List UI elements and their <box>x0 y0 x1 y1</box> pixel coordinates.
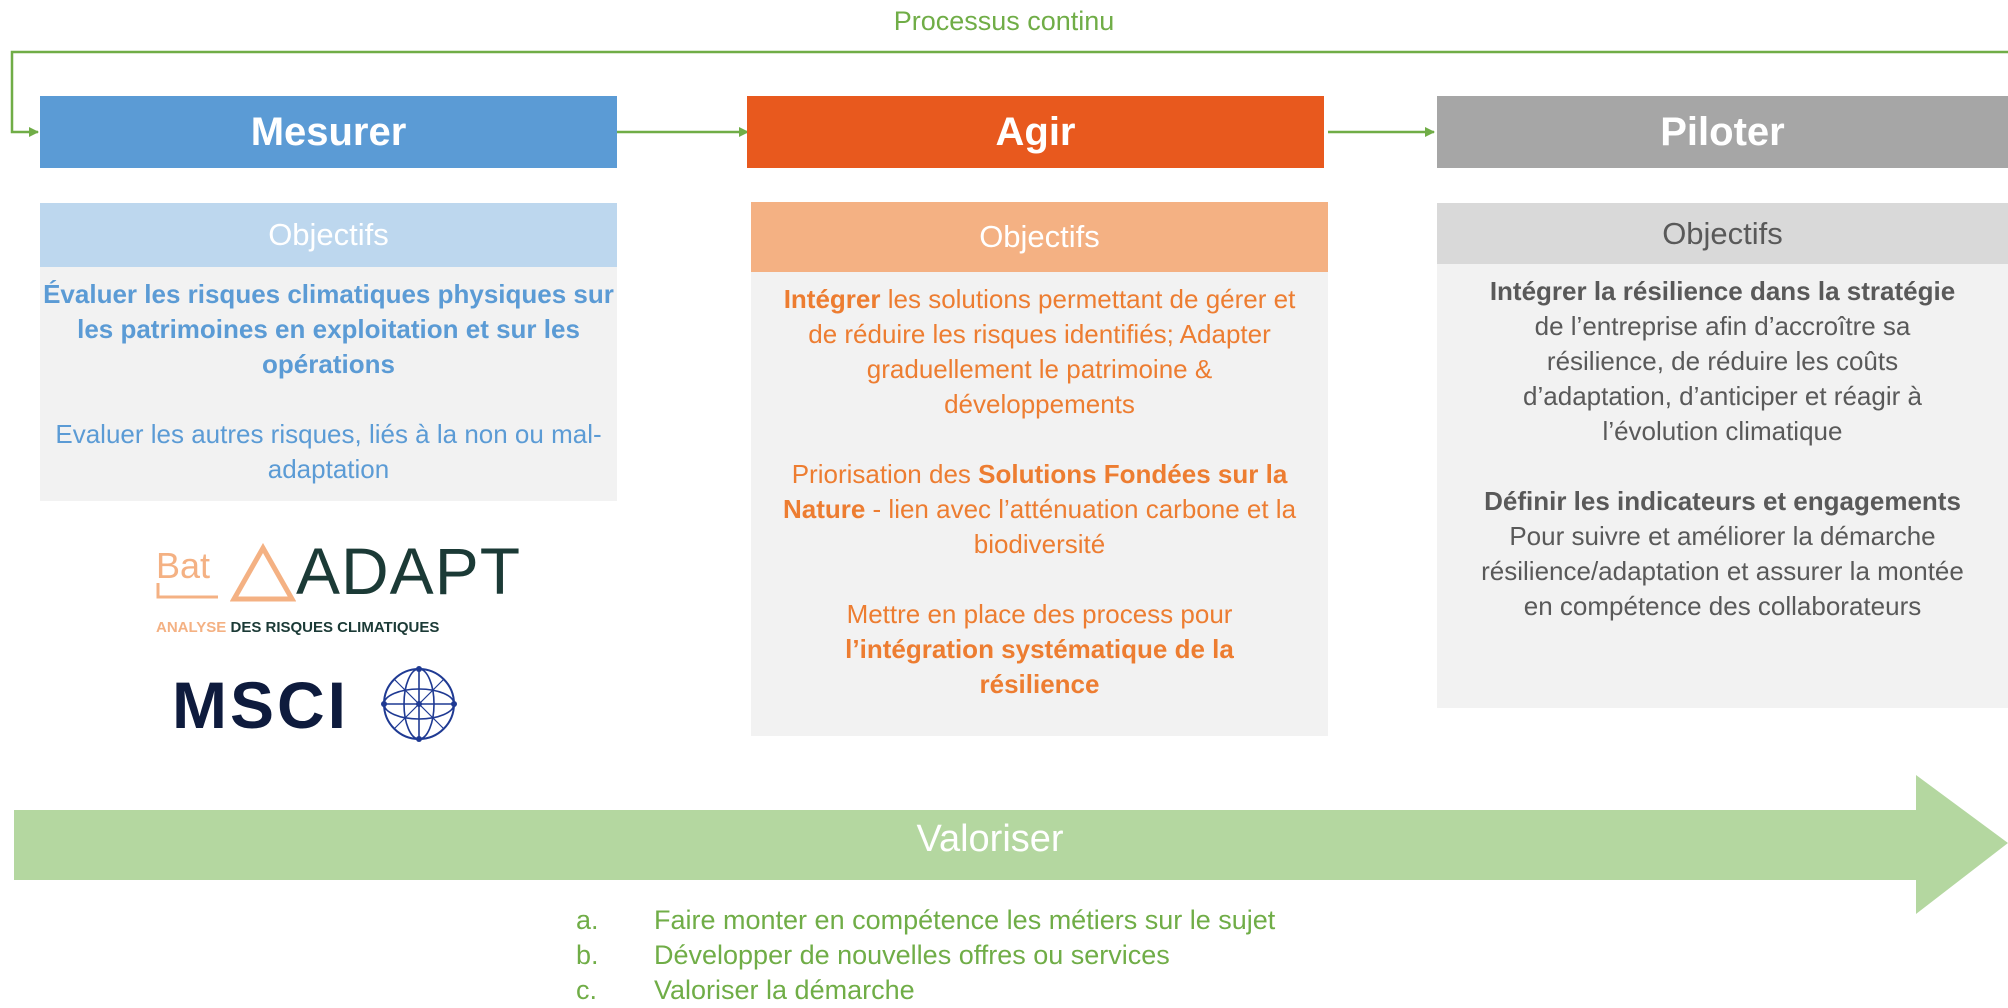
list-item: c. Valoriser la démarche <box>576 975 915 1005</box>
objective-text: Pour suivre et améliorer la démarche rés… <box>1481 521 1964 621</box>
valoriser-title: Valoriser <box>916 818 1064 860</box>
batadapt-tagline: ANALYSE DES RISQUES CLIMATIQUES <box>156 619 440 636</box>
continuous-process-loop <box>10 50 2008 137</box>
objectives-panel-mesurer: Évaluer les risques climatiques physique… <box>40 267 617 501</box>
objective-text: Évaluer les risques climatiques physique… <box>43 279 614 379</box>
objective-text: de l’entreprise afin d’accroître sa rési… <box>1523 311 1922 446</box>
batadapt-brand: Bat <box>156 545 211 586</box>
objective-text: Intégrer les solutions permettant de gér… <box>783 284 1296 419</box>
list-item: b. Développer de nouvelles offres ou ser… <box>576 940 1170 970</box>
msci-logo: MSCI <box>172 665 472 745</box>
objective-text: Priorisation des Solutions Fondées sur l… <box>782 459 1297 559</box>
continuous-process-label: Processus continu <box>893 6 1115 36</box>
objective-title: Intégrer la résilience dans la stratégie <box>1489 276 1956 306</box>
objectives-panel-piloter: Intégrer la résilience dans la stratégie… <box>1437 264 2008 708</box>
list-item: a. Faire monter en compétence les métier… <box>576 905 1276 935</box>
batadapt-wordmark: ADAPT <box>296 534 522 608</box>
objectives-header-mesurer: Objectifs <box>40 203 617 267</box>
valoriser-list: a. Faire monter en compétence les métier… <box>576 903 1275 1008</box>
objective-title: Définir les indicateurs et engagements <box>1484 486 1961 516</box>
objective-text: Mettre en place des process pour l’intég… <box>845 599 1234 699</box>
objectives-panel-agir: Intégrer les solutions permettant de gér… <box>751 272 1328 736</box>
batadapt-logo: Bat ADAPT ANALYSE DES RISQUES CLIMATIQUE… <box>156 534 520 647</box>
triangle-logo-icon <box>230 543 296 602</box>
stage-header-agir: Agir <box>747 96 1324 168</box>
bracket-icon <box>156 583 218 599</box>
globe-logo-icon <box>381 666 457 742</box>
valoriser-arrow-shape <box>14 775 2008 914</box>
objectives-header-agir: Objectifs <box>751 202 1328 272</box>
msci-wordmark: MSCI <box>172 668 349 742</box>
objective-text: Evaluer les autres risques, liés à la no… <box>55 419 602 484</box>
objectives-header-piloter: Objectifs <box>1437 203 2008 264</box>
stage-header-piloter: Piloter <box>1437 96 2008 168</box>
stage-header-mesurer: Mesurer <box>40 96 617 168</box>
